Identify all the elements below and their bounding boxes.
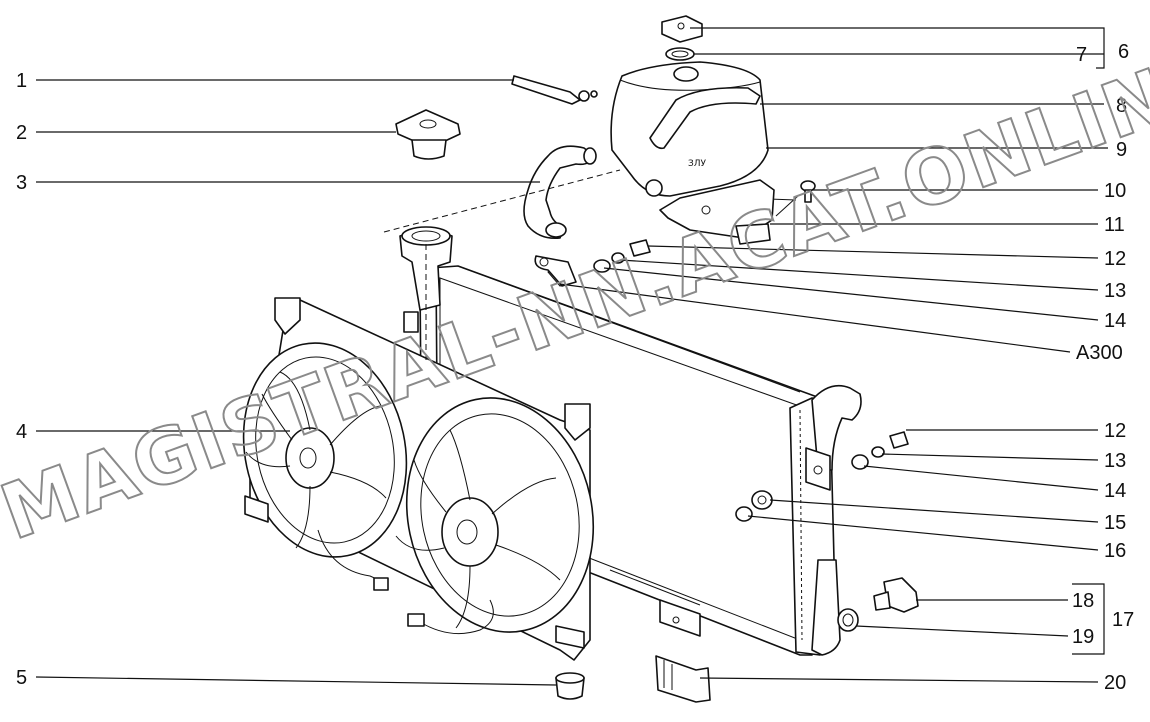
callout-1: 1	[16, 70, 27, 92]
fan-assembly	[242, 297, 595, 661]
callout-11: 11	[1104, 214, 1125, 236]
part-18-drain-plug	[873, 577, 919, 613]
radiator	[399, 226, 862, 656]
part-14-washer-lower	[851, 454, 869, 470]
callout-13-lower: 13	[1104, 450, 1126, 472]
callout-17: 17	[1112, 609, 1134, 631]
tank-marking: ЗЛУ	[688, 159, 707, 169]
callout-20: 20	[1104, 672, 1126, 694]
part-7-gasket	[665, 47, 695, 61]
callout-4: 4	[16, 421, 27, 443]
callout-12-upper: 12	[1104, 248, 1126, 270]
callout-labels: 1 2 3 4 5 6 7 8 9 10 11 12 13 14 A300 12…	[16, 41, 1134, 694]
callout-13-upper: 13	[1104, 280, 1126, 302]
part-9-expansion-tank: ЗЛУ	[610, 61, 769, 197]
callout-18: 18	[1072, 590, 1094, 612]
callout-10: 10	[1104, 180, 1126, 202]
part-14-washer-upper	[593, 259, 611, 273]
part-20-lower-support	[655, 655, 711, 703]
part-10-screw	[739, 180, 816, 217]
callout-12-lower: 12	[1104, 420, 1126, 442]
alignment-line-upper	[383, 169, 621, 233]
part-1-clamp	[511, 75, 598, 105]
callout-2: 2	[16, 122, 27, 144]
part-3-hose	[523, 145, 597, 240]
part-5-bushing	[555, 672, 585, 700]
callout-6: 6	[1118, 41, 1129, 63]
part-a300-bracket	[534, 255, 577, 287]
callout-16: 16	[1104, 540, 1126, 562]
callout-5: 5	[16, 667, 27, 689]
part-12-bolt-lower	[889, 431, 909, 449]
part-2-radiator-cap	[395, 109, 461, 160]
callout-14-upper: 14	[1104, 310, 1126, 332]
leader-lines	[35, 27, 1108, 686]
callout-15: 15	[1104, 512, 1126, 534]
callout-a300: A300	[1076, 342, 1123, 364]
callout-7: 7	[1076, 44, 1087, 66]
part-6-tank-cap	[661, 15, 703, 43]
part-13-washer-lower	[871, 446, 885, 458]
part-12-bolt-upper	[629, 239, 651, 257]
part-16-bushing	[735, 506, 753, 522]
part-19-seal	[837, 608, 859, 632]
callout-8: 8	[1116, 95, 1127, 117]
part-11-tank-bracket	[659, 179, 775, 245]
callout-14-lower: 14	[1104, 480, 1126, 502]
callout-19: 19	[1072, 626, 1094, 648]
part-15-bushing	[751, 490, 773, 510]
part-8-strap	[649, 86, 761, 150]
callout-9: 9	[1116, 139, 1127, 161]
callout-3: 3	[16, 172, 27, 194]
